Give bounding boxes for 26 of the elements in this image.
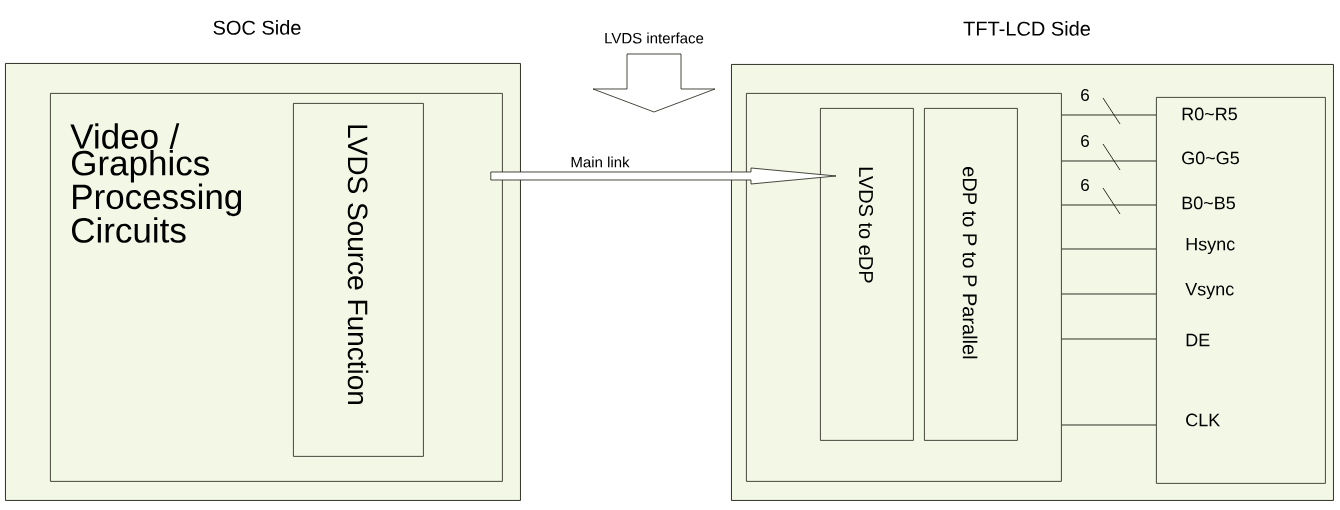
signal-line (1061, 338, 1157, 340)
block-label: LVDS Source Function (347, 125, 369, 405)
signal-name: B0~B5 (1182, 196, 1235, 210)
edge-label: Main link (569, 155, 631, 169)
signal-name: CLK (1186, 413, 1220, 427)
signal-line (1061, 293, 1157, 295)
side-heading: SOC Side (213, 20, 301, 35)
signal-line (1061, 187, 1157, 215)
interface-label: LVDS interface (605, 32, 704, 44)
signal-name: Hsync (1186, 237, 1235, 255)
signal-line (1061, 97, 1157, 125)
signal-name: R0~R5 (1182, 107, 1237, 121)
block-label: LVDS to eDP (858, 167, 874, 283)
signal-line (1061, 248, 1157, 250)
bus-width-label: 6 (1081, 134, 1089, 147)
side-heading: TFT-LCD Side (963, 21, 1090, 36)
signal-line (1061, 424, 1157, 426)
bus-width-label: 6 (1081, 178, 1089, 191)
block-label: Video / Graphics Processing Circuits (70, 123, 242, 243)
signal-name: DE (1186, 333, 1210, 347)
bus-width-label: 6 (1081, 88, 1089, 101)
block-label: eDP to P to P Parallel (962, 167, 978, 359)
signal-name: G0~G5 (1182, 151, 1239, 165)
signal-line (1061, 143, 1157, 171)
signal-name: Vsync (1185, 282, 1234, 300)
hollow-arrow (490, 167, 837, 185)
